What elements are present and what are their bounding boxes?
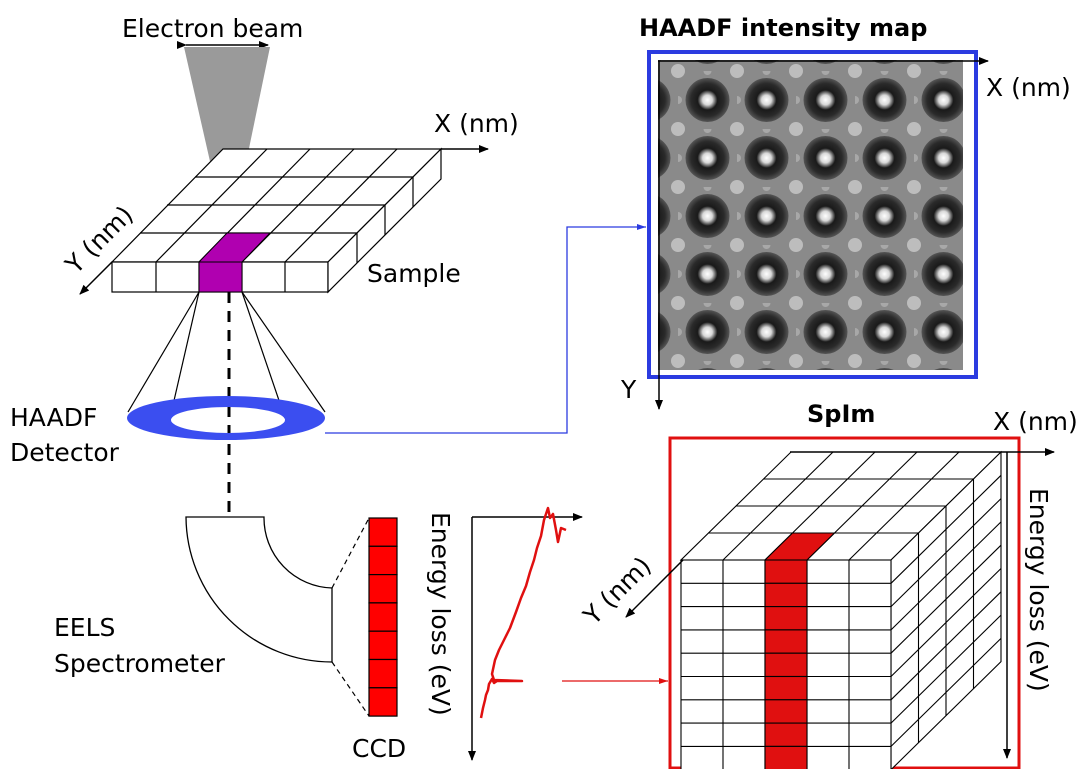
eels-label-2: Spectrometer	[54, 649, 226, 678]
spim-right-gridline	[890, 591, 1002, 701]
electron-beam-label: Electron beam	[122, 14, 303, 43]
ccd-cell	[368, 602, 398, 632]
haadf-map-title: HAADF intensity map	[639, 14, 927, 42]
ccd-cell	[368, 573, 398, 604]
spim-y-label: Y (nm)	[577, 551, 657, 631]
spim-right-gridline	[890, 521, 1002, 631]
spim-right-gridline	[890, 498, 1002, 607]
ccd-column	[368, 517, 398, 717]
sample-y-axis	[79, 261, 113, 295]
ccd-cell	[368, 517, 398, 547]
spim-right-gridline	[890, 614, 1002, 724]
spim-highlight-voxel	[764, 559, 808, 584]
spim-right-gridline	[890, 544, 1002, 654]
spectrum-energy-label: Energy loss (eV)	[426, 512, 455, 716]
spim-highlight-voxel	[764, 699, 808, 724]
ccd-cell	[368, 687, 398, 717]
sample-label: Sample	[367, 259, 461, 288]
ccd-cell	[368, 545, 398, 576]
ccd-cell	[368, 630, 398, 661]
map-x-label: X (nm)	[986, 73, 1071, 102]
spim-highlight-voxel	[764, 675, 808, 701]
spim-right-gridline	[890, 474, 1002, 584]
spim-highlight-voxel	[764, 722, 808, 747]
haadf-detector-ring	[127, 396, 325, 440]
sample-x-label: X (nm)	[434, 109, 519, 138]
haadf-intensity-image	[658, 60, 963, 370]
spim-cube	[679, 450, 1003, 769]
ccd-cell	[368, 658, 398, 689]
ccd-projection-top	[331, 517, 370, 589]
spim-highlight-voxel	[764, 629, 808, 654]
eels-spectrum-curve	[479, 506, 567, 719]
haadf-detector-label-2: Detector	[10, 438, 120, 467]
spim-title: SpIm	[807, 400, 875, 428]
ccd-label: CCD	[352, 734, 406, 763]
spim-highlight-voxel	[764, 582, 808, 608]
eels-label-1: EELS	[54, 613, 115, 642]
spim-energy-label: Energy loss (eV)	[1024, 488, 1053, 692]
map-y-label: Y	[620, 375, 637, 404]
spim-top-gridline	[848, 451, 960, 561]
electron-beam-cone	[184, 47, 270, 245]
spim-highlight-voxel	[764, 652, 808, 678]
highlighted-pixel-front	[198, 261, 243, 293]
spim-right-gridline	[890, 638, 1002, 747]
haadf-detector-label-1: HAADF	[10, 403, 97, 432]
eels-spectrometer	[185, 516, 333, 663]
detector-to-map-connector	[325, 224, 646, 434]
scattering-cone	[127, 291, 326, 419]
spim-top-gridline	[722, 451, 834, 561]
spim-highlight-voxel	[764, 745, 808, 769]
spim-right-gridline	[890, 568, 1002, 677]
spim-y-axis	[625, 559, 684, 618]
spim-x-label: X (nm)	[993, 407, 1078, 436]
spim-highlight-voxel	[764, 606, 808, 631]
ccd-projection-bottom	[331, 661, 370, 717]
